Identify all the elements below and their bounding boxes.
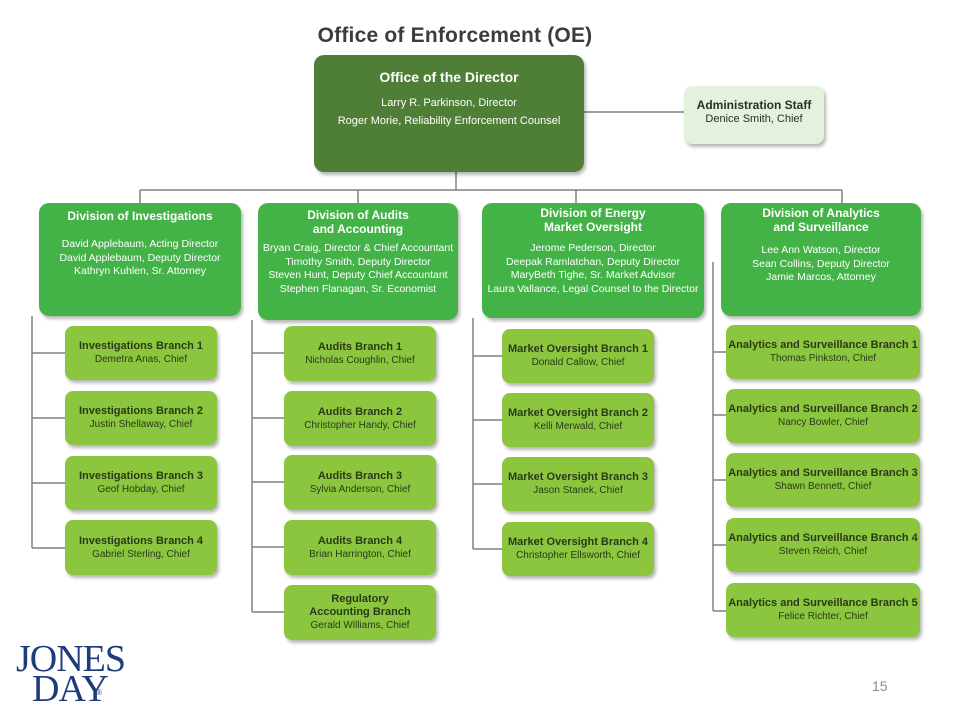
branch-chief: Christopher Ellsworth, Chief — [516, 550, 640, 561]
branch-title: Analytics and Surveillance Branch 1 — [728, 339, 918, 351]
branch-chief: Gerald Williams, Chief — [310, 620, 410, 631]
market-oversight-branch-2-box: Market Oversight Branch 2 Kelli Merwald,… — [502, 393, 654, 447]
analytics-branch-1-box: Analytics and Surveillance Branch 1 Thom… — [726, 325, 920, 379]
branch-chief: Shawn Bennett, Chief — [774, 481, 872, 492]
branch-title: Audits Branch 1 — [317, 340, 403, 353]
division-analytics-title: Division of Analytics and Surveillance — [721, 206, 921, 234]
division-investigations-box: Division of Investigations David Appleba… — [39, 203, 241, 316]
division-analytics-title-line-2: and Surveillance — [773, 220, 869, 234]
admin-staff-title: Administration Staff — [696, 98, 812, 112]
director-office-title: Office of the Director — [379, 69, 519, 85]
branch-title: Market Oversight Branch 4 — [508, 536, 648, 548]
analytics-branch-2-box: Analytics and Surveillance Branch 2 Nanc… — [726, 389, 920, 443]
division-energy-market-title-line-1: Division of Energy — [540, 206, 646, 220]
branch-title: Market Oversight Branch 2 — [508, 407, 648, 419]
branch-chief: Justin Shellaway, Chief — [89, 419, 193, 430]
logo-line-2: DAY — [32, 668, 109, 710]
branch-chief: Jason Stanek, Chief — [533, 485, 623, 496]
division-energy-market-person-3: MaryBeth Tighe, Sr. Market Advisor — [510, 269, 676, 281]
division-energy-market-title-line-2: Market Oversight — [543, 220, 643, 234]
division-energy-market-box: Division of Energy Market Oversight Jero… — [482, 203, 704, 318]
division-investigations-person-2: David Applebaum, Deputy Director — [59, 251, 221, 264]
branch-chief: Demetra Anas, Chief — [94, 354, 188, 365]
branch-title: Analytics and Surveillance Branch 4 — [728, 532, 918, 544]
admin-staff-box: Administration Staff Denice Smith, Chief — [684, 86, 824, 144]
division-investigations-person-3: Kathryn Kuhlen, Sr. Attorney — [74, 265, 206, 277]
branch-chief: Nancy Bowler, Chief — [777, 417, 869, 428]
chart-title: Office of Enforcement (OE) — [317, 24, 593, 47]
director-office-person-2: Roger Morie, Reliability Enforcement Cou… — [337, 115, 561, 127]
division-audits-title-line-2: and Accounting — [312, 222, 404, 236]
division-energy-market-person-4: Laura Vallance, Legal Counsel to the Dir… — [487, 282, 699, 295]
branch-title: Audits Branch 3 — [317, 469, 403, 482]
investigations-branch-3-box: Investigations Branch 3 Geof Hobday, Chi… — [65, 456, 217, 510]
branch-title-line-1: Regulatory — [331, 593, 389, 605]
division-audits-title: Division of Audits and Accounting — [258, 208, 458, 236]
branch-chief: Christopher Handy, Chief — [304, 419, 416, 431]
branch-title: Analytics and Surveillance Branch 5 — [728, 597, 918, 609]
branch-chief: Kelli Merwald, Chief — [533, 421, 623, 432]
branch-chief: Thomas Pinkston, Chief — [769, 353, 877, 364]
division-audits-title-line-1: Division of Audits — [307, 208, 409, 222]
admin-staff-person: Denice Smith, Chief — [705, 113, 803, 125]
branch-chief: Nicholas Coughlin, Chief — [305, 354, 415, 366]
division-investigations-person-1: David Applebaum, Acting Director — [61, 238, 219, 250]
branch-title: Analytics and Surveillance Branch 3 — [728, 467, 918, 479]
audits-branch-3-box: Audits Branch 3 Sylvia Anderson, Chief — [284, 455, 436, 510]
branch-title: Investigations Branch 4 — [78, 534, 204, 547]
logo-line-1: JONES — [16, 638, 126, 680]
division-audits-person-4: Stephen Flanagan, Sr. Economist — [279, 282, 437, 295]
analytics-branch-4-box: Analytics and Surveillance Branch 4 Stev… — [726, 518, 920, 572]
investigations-branch-1-box: Investigations Branch 1 Demetra Anas, Ch… — [65, 326, 217, 380]
director-office-box: Office of the Director Larry R. Parkinso… — [314, 55, 584, 172]
investigations-branch-2-box: Investigations Branch 2 Justin Shellaway… — [65, 391, 217, 445]
division-analytics-box: Division of Analytics and Surveillance L… — [721, 203, 921, 316]
audits-branch-2-box: Audits Branch 2 Christopher Handy, Chief — [284, 391, 436, 446]
logo-registered-mark: ® — [96, 688, 102, 697]
audits-branch-4-box: Audits Branch 4 Brian Harrington, Chief — [284, 520, 436, 575]
branch-title-line-2: Accounting Branch — [309, 606, 411, 618]
division-energy-market-title: Division of Energy Market Oversight — [482, 206, 704, 234]
analytics-branch-5-box: Analytics and Surveillance Branch 5 Feli… — [726, 583, 920, 637]
director-office-person-1: Larry R. Parkinson, Director — [381, 97, 517, 109]
branch-title: Audits Branch 4 — [317, 534, 403, 547]
branch-title: Market Oversight Branch 3 — [508, 471, 648, 483]
branch-chief: Felice Richter, Chief — [778, 611, 868, 622]
branch-chief: Sylvia Anderson, Chief — [309, 483, 411, 495]
division-energy-market-person-1: Jerome Pederson, Director — [530, 242, 656, 254]
division-analytics-person-1: Lee Ann Watson, Director — [761, 244, 881, 256]
page-number: 15 — [872, 678, 888, 694]
branch-chief: Donald Callow, Chief — [531, 357, 625, 368]
branch-title: Analytics and Surveillance Branch 2 — [728, 403, 918, 415]
division-audits-person-3: Steven Hunt, Deputy Chief Accountant — [268, 269, 448, 281]
branch-chief: Steven Reich, Chief — [778, 546, 868, 557]
branch-title: Investigations Branch 1 — [78, 340, 204, 352]
division-audits-person-2: Timothy Smith, Deputy Director — [285, 255, 431, 268]
division-audits-box: Division of Audits and Accounting Bryan … — [258, 203, 458, 320]
branch-chief: Brian Harrington, Chief — [309, 548, 411, 560]
branch-chief: Geof Hobday, Chief — [97, 484, 185, 495]
branch-title: Audits Branch 2 — [317, 405, 403, 418]
regulatory-accounting-branch-box: Regulatory Accounting Branch Gerald Will… — [284, 585, 436, 640]
division-analytics-person-2: Sean Collins, Deputy Director — [752, 257, 890, 270]
market-oversight-branch-1-box: Market Oversight Branch 1 Donald Callow,… — [502, 329, 654, 383]
branch-title: Market Oversight Branch 1 — [508, 343, 648, 355]
market-oversight-branch-3-box: Market Oversight Branch 3 Jason Stanek, … — [502, 457, 654, 511]
audits-branch-1-box: Audits Branch 1 Nicholas Coughlin, Chief — [284, 326, 436, 381]
jones-day-logo: JONES DAY ® — [14, 640, 126, 708]
division-audits-person-1: Bryan Craig, Director & Chief Accountant — [262, 242, 454, 254]
branch-chief: Gabriel Sterling, Chief — [92, 548, 190, 560]
branch-title: Investigations Branch 2 — [78, 405, 204, 417]
division-energy-market-person-2: Deepak Ramlatchan, Deputy Director — [506, 255, 680, 268]
division-investigations-title: Division of Investigations — [67, 209, 213, 223]
market-oversight-branch-4-box: Market Oversight Branch 4 Christopher El… — [502, 522, 654, 576]
analytics-branch-3-box: Analytics and Surveillance Branch 3 Shaw… — [726, 453, 920, 507]
branch-title: Investigations Branch 3 — [78, 470, 204, 482]
division-analytics-title-line-1: Division of Analytics — [762, 206, 880, 220]
investigations-branch-4-box: Investigations Branch 4 Gabriel Sterling… — [65, 520, 217, 575]
division-analytics-person-3: Jamie Marcos, Attorney — [766, 271, 876, 283]
